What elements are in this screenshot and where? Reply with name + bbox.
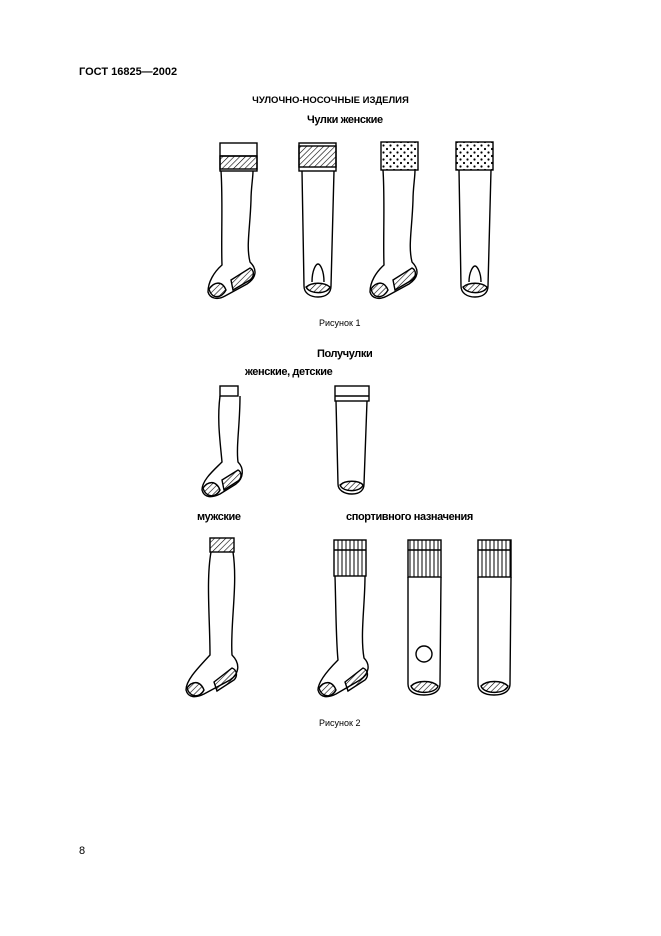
page-number: 8 bbox=[79, 845, 86, 857]
stocking-profile-hatched bbox=[207, 142, 258, 300]
kneehigh-sport-front bbox=[477, 539, 512, 696]
figure1-caption: Рисунок 1 bbox=[319, 318, 361, 328]
kneehigh-men-profile bbox=[185, 537, 239, 698]
group-men-label: мужские bbox=[197, 511, 241, 523]
figure2-caption: Рисунок 2 bbox=[319, 718, 361, 728]
standard-number: ГОСТ 16825—2002 bbox=[79, 66, 178, 78]
stocking-profile-dotted bbox=[369, 141, 419, 300]
kneehigh-women-profile bbox=[201, 385, 243, 498]
figure2-heading: Получулки bbox=[317, 348, 373, 360]
figure1-heading: Чулки женские bbox=[307, 114, 383, 126]
section-title: ЧУЛОЧНО-НОСОЧНЫЕ ИЗДЕЛИЯ bbox=[252, 95, 409, 106]
group-sport-label: спортивного назначения bbox=[346, 511, 473, 523]
group-women-children-label: женские, детские bbox=[245, 366, 333, 378]
kneehigh-women-front bbox=[334, 385, 370, 495]
kneehigh-sport-front-circle bbox=[407, 539, 442, 696]
kneehigh-sport-profile bbox=[317, 539, 369, 698]
stocking-front-hatched bbox=[298, 142, 337, 298]
stocking-front-dotted bbox=[455, 141, 494, 298]
